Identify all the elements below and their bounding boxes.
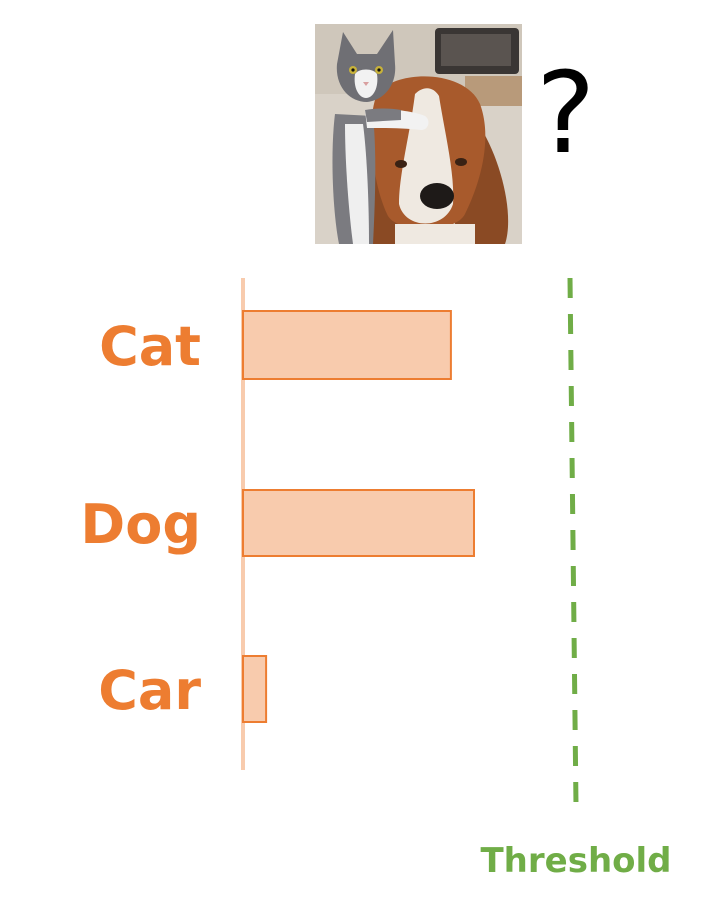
threshold-label: Threshold [480,841,671,881]
category-label-cat: Cat [99,315,201,378]
bar-cat [242,310,452,380]
cat-on-dog-photo-icon [315,24,522,244]
cat-and-dog-photo [315,24,522,244]
threshold-line [567,277,579,807]
bar-car [242,655,268,723]
bar-dog [242,489,475,557]
category-label-dog: Dog [80,493,201,556]
question-mark: ? [536,49,596,179]
category-label-car: Car [98,659,201,722]
